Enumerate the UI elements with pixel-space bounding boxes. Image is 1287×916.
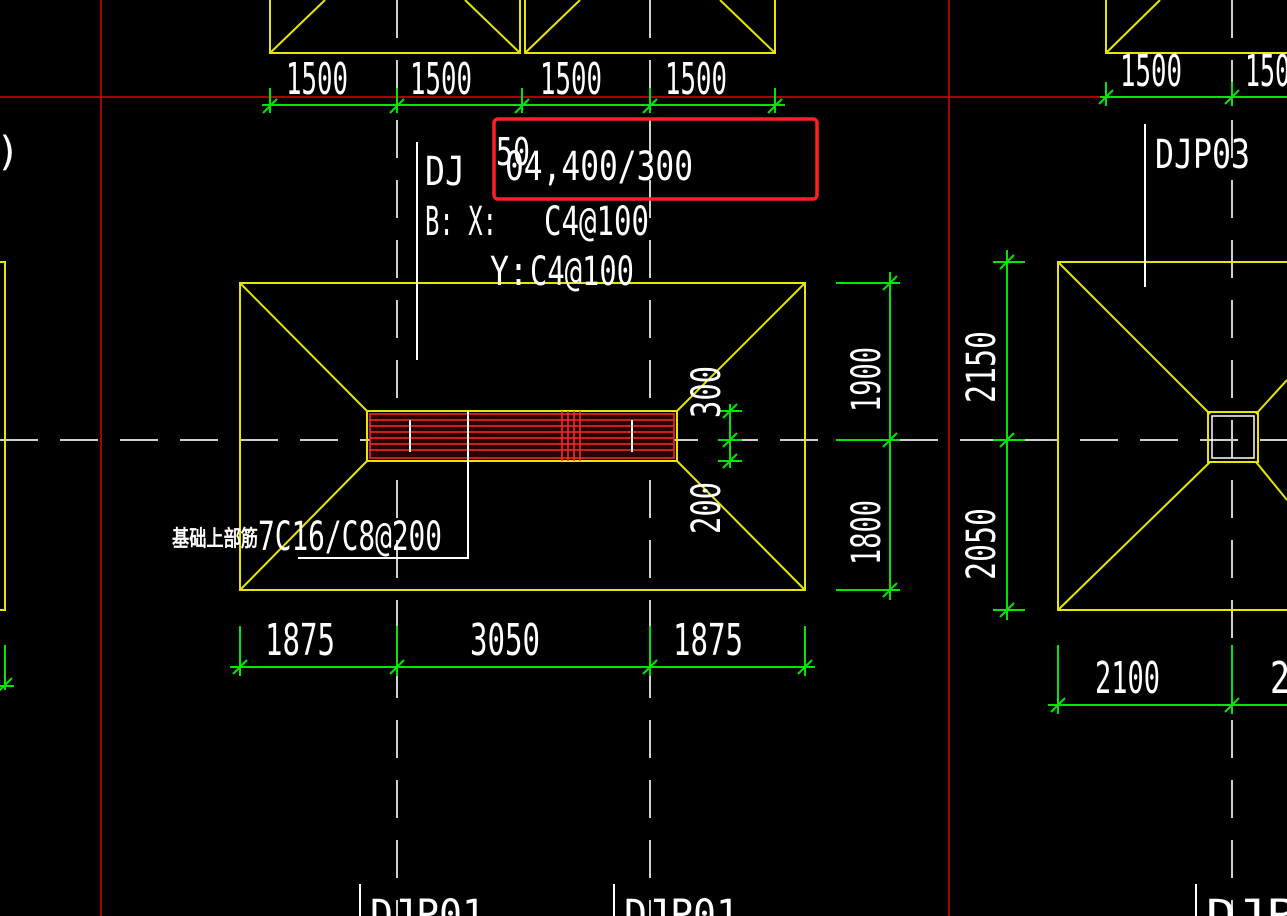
top-dim-2: 1500 xyxy=(410,54,472,105)
footing-label-b-x-value: C4@100 xyxy=(544,199,649,245)
right-footing-width-dimension xyxy=(1048,645,1287,714)
bottom-dim-1: 1875 xyxy=(265,615,335,666)
bottom-label-djp01-2: DJP01 xyxy=(624,892,739,916)
bottom-dim-3: 1875 xyxy=(673,615,743,666)
footing-label-y: Y: xyxy=(490,249,528,295)
top-dim-3: 1500 xyxy=(540,54,602,105)
dim-2150: 2150 xyxy=(959,331,1005,403)
highlight-box xyxy=(492,117,819,201)
left-partial-footing xyxy=(0,261,14,692)
top-right-dim-2: 150 xyxy=(1245,46,1287,97)
bottom-right-dim-2: 2 xyxy=(1270,653,1287,704)
top-dimension-line xyxy=(262,88,785,114)
dim-1800: 1800 xyxy=(844,500,890,565)
beam-width-dimension xyxy=(718,403,742,469)
footing-label-dj: DJ xyxy=(425,149,465,195)
dim-2050: 2050 xyxy=(959,508,1005,580)
right-footing-outline xyxy=(1057,124,1287,611)
dim-200: 200 xyxy=(684,482,730,534)
top-right-dimension-line xyxy=(1098,82,1287,106)
top-right-dim-1: 1500 xyxy=(1120,46,1182,97)
bottom-right-dim-1: 2100 xyxy=(1095,653,1160,704)
bottom-label-djp: DJP xyxy=(1206,892,1287,916)
right-footing-height-dimension xyxy=(993,250,1025,620)
footing-height-dimension xyxy=(836,272,900,600)
left-edge-label: ) xyxy=(0,129,20,175)
main-footing-outline xyxy=(239,282,806,591)
footing-label-y-value: C4@100 xyxy=(530,249,634,295)
bottom-leaders xyxy=(359,884,1197,916)
footing-label-djp03: DJP03 xyxy=(1155,132,1250,178)
top-dim-1: 1500 xyxy=(286,54,348,105)
dim-1900: 1900 xyxy=(844,347,890,412)
footing-label-spec-prefix: 50 xyxy=(496,130,530,174)
top-footing-3 xyxy=(1105,0,1287,54)
top-rebar-note-label: 基础上部筋 xyxy=(172,526,258,552)
bottom-dim-2: 3050 xyxy=(470,615,540,666)
beam-rebar xyxy=(369,411,675,461)
leader-lines xyxy=(298,142,469,559)
bottom-label-djp01-1: DJP01 xyxy=(370,892,485,916)
top-rebar-note-value: 7C16/C8@200 xyxy=(258,514,442,560)
top-footing-1 xyxy=(269,0,521,54)
dim-300: 300 xyxy=(684,366,730,418)
top-dim-4: 1500 xyxy=(665,54,727,105)
footing-label-spec: 04,400/300 xyxy=(505,144,693,190)
top-footing-2 xyxy=(524,0,776,54)
bottom-dimension-line xyxy=(230,626,815,676)
footing-label-b-x: B: X: xyxy=(425,199,497,245)
